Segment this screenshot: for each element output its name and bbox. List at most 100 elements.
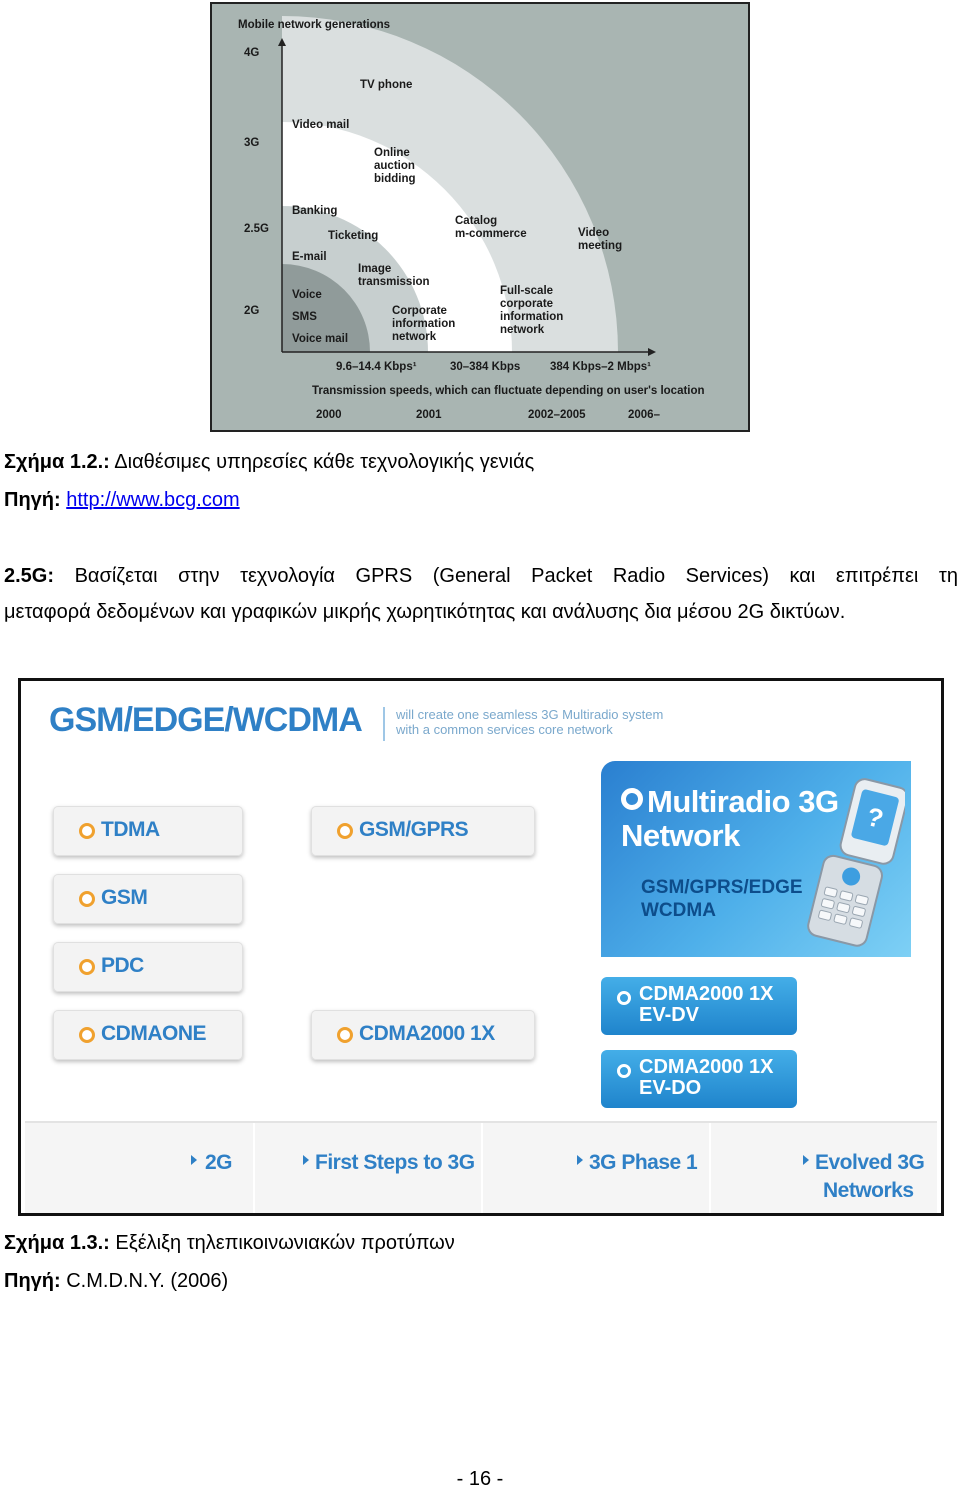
caption-label: Σχήμα 1.3.: [4, 1232, 110, 1254]
axis-caption: Transmission speeds, which can fluctuate… [312, 385, 705, 397]
word: GPRS [355, 565, 413, 587]
figure2-title: GSM/EDGE/WCDMA [49, 701, 363, 739]
arrow-icon [803, 1155, 809, 1165]
paragraph-lead: 2.5G: [4, 565, 55, 587]
bullet-icon [337, 823, 353, 839]
word: και [789, 565, 816, 587]
y-label: 4G [244, 47, 259, 59]
y-label: 3G [244, 137, 259, 149]
figure-source: Πηγή: C.M.D.N.Y. (2006) [4, 1269, 228, 1293]
paragraph-line: 2.5G: Βασίζεται στην τεχνολογία GPRS (Ge… [4, 558, 958, 594]
bullet-icon [79, 959, 95, 975]
title-divider [383, 707, 385, 741]
word: Packet [531, 565, 593, 587]
figure-standards-evolution: GSM/EDGE/WCDMA will create one seamless … [18, 678, 944, 1216]
tech-box: CDMA2000 1X [311, 1010, 535, 1060]
phase-label: 2G [205, 1151, 233, 1174]
bullet-icon [79, 1027, 95, 1043]
speed-tick: 30–384 Kbps [450, 361, 520, 373]
speed-tick: 384 Kbps–2 Mbps¹ [550, 361, 651, 373]
bullet-icon [337, 1027, 353, 1043]
tech-label: GSM/GPRS [359, 818, 469, 841]
phase-divider [709, 1123, 711, 1213]
source-link[interactable]: http://www.bcg.com [66, 489, 240, 511]
cdma-line: EV-DO [639, 1077, 702, 1099]
service-label: Voice mail [292, 333, 348, 345]
source-text: C.M.D.N.Y. (2006) [60, 1270, 229, 1292]
cdma-label: CDMA2000 1X EV-DO [639, 1057, 774, 1099]
figure1-title: Mobile network generations [238, 19, 390, 31]
bullet-icon [617, 1064, 631, 1078]
phase-column: Evolved 3G Networks [711, 1123, 937, 1213]
word: Services) [685, 565, 769, 587]
service-label: Video mail [292, 119, 349, 131]
figure2-subtitle: will create one seamless 3G Multiradio s… [396, 707, 663, 737]
tech-box: GSM [53, 874, 243, 924]
multiradio-panel: Multiradio 3G Network GSM/GPRS/EDGE WCDM… [601, 761, 911, 957]
y-label: 2G [244, 305, 259, 317]
tech-label: CDMAONE [101, 1022, 207, 1045]
caption-text: Διαθέσιμες υπηρεσίες κάθε τεχνολογικής γ… [109, 451, 535, 473]
arrow-icon [577, 1155, 583, 1165]
year-label: 2000 [316, 409, 342, 421]
subtitle-line: with a common services core network [396, 722, 613, 737]
arrow-icon [303, 1155, 309, 1165]
word: επιτρέπει [835, 565, 919, 587]
tech-box: PDC [53, 942, 243, 992]
phase-column: First Steps to 3G [255, 1123, 481, 1213]
word: Βασίζεται [74, 565, 158, 587]
tech-label: GSM [101, 886, 148, 909]
subtitle-line: will create one seamless 3G Multiradio s… [396, 707, 664, 722]
svg-text:?: ? [864, 801, 887, 834]
year-label: 2001 [416, 409, 442, 421]
tech-label: PDC [101, 954, 144, 977]
tech-box: GSM/GPRS [311, 806, 535, 856]
phase-label: 3G Phase 1 [589, 1151, 698, 1174]
caption-label: Σχήμα 1.2.: [4, 451, 110, 473]
tech-box: TDMA [53, 806, 243, 856]
y-label: 2.5G [244, 223, 269, 235]
multiradio-subtitle: GSM/GPRS/EDGE WCDMA [641, 876, 803, 922]
arrow-icon [191, 1155, 197, 1165]
page-number: - 16 - [456, 1468, 504, 1490]
figure-caption: Σχήμα 1.3.: Εξέλιξη τηλεπικοινωνιακών πρ… [4, 1231, 455, 1255]
phase-label: Evolved 3G Networks [815, 1149, 925, 1205]
word: (General [432, 565, 511, 587]
word: στην [178, 565, 220, 587]
bullet-icon [617, 991, 631, 1005]
cdma-line: CDMA2000 1X [639, 1056, 774, 1078]
word: τη [938, 565, 958, 587]
bullet-icon [621, 788, 643, 810]
bullet-icon [79, 891, 95, 907]
bullet-icon [79, 823, 95, 839]
phase-column: 2G [25, 1123, 253, 1213]
speed-tick: 9.6–14.4 Kbps¹ [336, 361, 417, 373]
service-label: E-mail [292, 251, 327, 263]
source-label: Πηγή: [4, 489, 61, 511]
figure-source: Πηγή: http://www.bcg.com [4, 488, 240, 512]
multiradio-title: Multiradio 3G Network [621, 785, 839, 853]
figure-mobile-generations: Mobile network generations 4G 3G 2.5G 2G… [210, 2, 750, 432]
service-label: Banking [292, 205, 337, 217]
cdma-box: CDMA2000 1X EV-DO [601, 1050, 797, 1108]
tech-label: TDMA [101, 818, 160, 841]
title-line: Network [621, 818, 740, 853]
phase-divider [481, 1123, 483, 1213]
tech-label: CDMA2000 1X [359, 1022, 495, 1045]
figure-caption: Σχήμα 1.2.: Διαθέσιμες υπηρεσίες κάθε τε… [4, 450, 534, 474]
word: τεχνολογία [240, 565, 335, 587]
phase-bar: 2G First Steps to 3G 3G Phase 1 Evolved … [25, 1121, 937, 1213]
source-label: Πηγή: [4, 1270, 61, 1292]
phase-line: Evolved 3G [815, 1151, 925, 1174]
phase-label: First Steps to 3G [315, 1151, 475, 1174]
cdma-label: CDMA2000 1X EV-DV [639, 984, 774, 1026]
service-label: TV phone [360, 79, 412, 91]
paragraph-line: μεταφορά δεδομένων και γραφικών μικρής χ… [4, 601, 846, 623]
caption-text: Εξέλιξη τηλεπικοινωνιακών προτύπων [109, 1232, 455, 1254]
